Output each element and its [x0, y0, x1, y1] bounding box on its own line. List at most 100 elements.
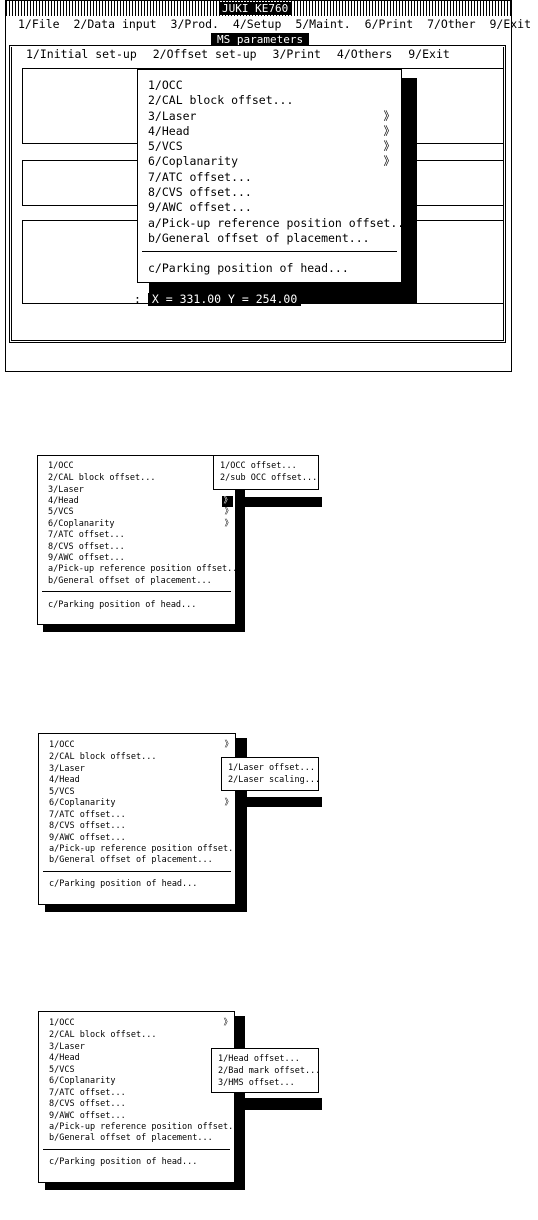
menu-separator [42, 591, 231, 592]
menu-item-vcs[interactable]: 5/VCS [48, 507, 74, 517]
menu-item-general-offset-placement[interactable]: b/General offset of placement... [49, 1133, 213, 1143]
menu-item-parking-position[interactable]: c/Parking position of head... [148, 261, 349, 275]
menu-item-vcs[interactable]: 5/VCS [148, 139, 183, 153]
submenu-item-sub-occ-offset[interactable]: 2/sub OCC offset... [220, 473, 318, 483]
submenu-item-head-offset[interactable]: 1/Head offset... [218, 1054, 300, 1064]
menu-item-pickup-reference-offset[interactable]: a/Pick-up reference position offset... [49, 1122, 244, 1132]
menu-item-parking-position[interactable]: c/Parking position of head... [48, 600, 197, 610]
menu-shadow [236, 740, 245, 750]
menu-separator [43, 1149, 230, 1150]
menu-shadow [236, 1018, 245, 1040]
menu-maint[interactable]: 5/Maint. [295, 17, 351, 31]
menu-item-occ[interactable]: 1/OCC [48, 461, 74, 471]
submenu-arrow-icon: 》 [383, 139, 396, 153]
menu-prod[interactable]: 3/Prod. [170, 17, 219, 31]
laser-submenu: 1/Laser offset... 2/Laser scaling... [221, 757, 321, 791]
menu-item-parking-position[interactable]: c/Parking position of head... [49, 879, 198, 889]
menu-item-head[interactable]: 4/Head [48, 496, 79, 506]
main-window: JUKI KE760 1/File 2/Data input 3/Prod. 4… [5, 0, 531, 372]
submenu-shadow [236, 497, 322, 507]
menu-item-awc-offset[interactable]: 9/AWC offset... [49, 1111, 126, 1121]
menu-item-cvs-offset[interactable]: 8/CVS offset... [48, 542, 125, 552]
menu-item-occ[interactable]: 1/OCC [148, 78, 183, 92]
menu-item-pickup-reference-offset[interactable]: a/Pick-up reference position offset... [48, 564, 243, 574]
submenu-arrow-icon: 》 [223, 1018, 232, 1028]
menu-item-coplanarity[interactable]: 6/Coplanarity [148, 154, 239, 168]
app-title: JUKI KE760 [219, 2, 292, 15]
submenu-initial-setup[interactable]: 1/Initial set-up [26, 47, 137, 61]
diagram3-offset-menu: 1/OCC 》 2/CAL block offset... 3/Laser 4/… [38, 1011, 243, 1183]
coordinate-readout: : X = 331.00 Y = 254.00 [134, 292, 302, 306]
menu-item-general-offset-placement[interactable]: b/General offset of placement... [148, 231, 370, 245]
menu-item-cvs-offset[interactable]: 8/CVS offset... [148, 185, 252, 199]
diagram1-offset-menu: 1/OCC 2/CAL block offset... 3/Laser 4/He… [37, 455, 242, 625]
menu-item-laser[interactable]: 3/Laser [49, 1042, 85, 1052]
submenu-item-laser-scaling[interactable]: 2/Laser scaling... [228, 775, 321, 785]
menu-item-awc-offset[interactable]: 9/AWC offset... [148, 200, 252, 214]
menu-item-cal-block-offset[interactable]: 2/CAL block offset... [148, 93, 294, 107]
ms-parameters-title: MS parameters [211, 33, 310, 46]
submenu-item-laser-offset[interactable]: 1/Laser offset... [228, 763, 315, 773]
menu-exit[interactable]: 9/Exit [489, 17, 532, 31]
submenu-shadow [236, 1098, 322, 1110]
menu-item-cvs-offset[interactable]: 8/CVS offset... [49, 1099, 126, 1109]
menu-item-head[interactable]: 4/Head [148, 124, 190, 138]
menu-item-atc-offset[interactable]: 7/ATC offset... [49, 1088, 126, 1098]
menu-item-vcs[interactable]: 5/VCS [49, 1065, 75, 1075]
menu-item-atc-offset[interactable]: 7/ATC offset... [48, 530, 125, 540]
menu-item-laser[interactable]: 3/Laser [148, 109, 197, 123]
main-menu-bar: 1/File 2/Data input 3/Prod. 4/Setup 5/Ma… [18, 17, 538, 31]
menu-item-parking-position[interactable]: c/Parking position of head... [49, 1157, 198, 1167]
menu-separator [43, 871, 231, 872]
submenu-arrow-icon: 》 [224, 740, 233, 750]
coord-value: X = 331.00 Y = 254.00 [147, 293, 302, 306]
menu-data-input[interactable]: 2/Data input [73, 17, 157, 31]
coord-prefix: : [134, 292, 141, 306]
menu-item-general-offset-placement[interactable]: b/General offset of placement... [49, 855, 213, 865]
menu-file[interactable]: 1/File [18, 17, 60, 31]
menu-print[interactable]: 6/Print [364, 17, 414, 31]
submenu-others[interactable]: 4/Others [336, 47, 393, 61]
menu-item-occ[interactable]: 1/OCC [49, 1018, 75, 1028]
menu-separator [142, 251, 397, 252]
menu-item-awc-offset[interactable]: 9/AWC offset... [49, 833, 126, 843]
menu-item-cal-block-offset[interactable]: 2/CAL block offset... [48, 473, 156, 483]
submenu-exit[interactable]: 9/Exit [408, 47, 450, 61]
menu-item-laser[interactable]: 3/Laser [49, 764, 85, 774]
menu-setup[interactable]: 4/Setup [232, 17, 282, 31]
ms-menu-bar: 1/Initial set-up 2/Offset set-up 3/Print… [26, 47, 459, 61]
submenu-arrow-icon: 》 [383, 109, 396, 123]
menu-item-general-offset-placement[interactable]: b/General offset of placement... [48, 576, 212, 586]
menu-item-coplanarity[interactable]: 6/Coplanarity [49, 1076, 116, 1086]
menu-item-cvs-offset[interactable]: 8/CVS offset... [49, 821, 126, 831]
diagram2-offset-menu: 1/OCC 》 2/CAL block offset... 3/Laser 4/… [38, 733, 243, 905]
menu-item-occ[interactable]: 1/OCC [49, 740, 75, 750]
submenu-arrow-icon: 》 [224, 519, 233, 529]
submenu-shadow [236, 797, 322, 807]
menu-item-pickup-reference-offset[interactable]: a/Pick-up reference position offset... [148, 216, 412, 230]
menu-item-coplanarity[interactable]: 6/Coplanarity [48, 519, 115, 529]
menu-item-pickup-reference-offset[interactable]: a/Pick-up reference position offset... [49, 844, 244, 854]
submenu-print[interactable]: 3/Print [272, 47, 321, 61]
head-submenu: 1/OCC offset... 2/sub OCC offset... [213, 455, 319, 490]
submenu-arrow-icon: 》 [222, 496, 233, 508]
head-offset-submenu: 1/Head offset... 2/Bad mark offset... 3/… [211, 1048, 321, 1093]
menu-item-coplanarity[interactable]: 6/Coplanarity [49, 798, 116, 808]
menu-other[interactable]: 7/Other [427, 17, 476, 31]
menu-item-head[interactable]: 4/Head [49, 775, 80, 785]
submenu-arrow-icon: 》 [383, 154, 396, 168]
menu-item-cal-block-offset[interactable]: 2/CAL block offset... [49, 752, 157, 762]
menu-item-atc-offset[interactable]: 7/ATC offset... [49, 810, 126, 820]
offset-setup-dropdown: 1/OCC 2/CAL block offset... 3/Laser 》 4/… [137, 69, 411, 283]
menu-item-awc-offset[interactable]: 9/AWC offset... [48, 553, 125, 563]
submenu-arrow-icon: 》 [383, 124, 396, 138]
submenu-offset-setup[interactable]: 2/Offset set-up [152, 47, 257, 61]
menu-item-vcs[interactable]: 5/VCS [49, 787, 75, 797]
submenu-item-hms-offset[interactable]: 3/HMS offset... [218, 1078, 295, 1088]
menu-item-cal-block-offset[interactable]: 2/CAL block offset... [49, 1030, 157, 1040]
submenu-item-occ-offset[interactable]: 1/OCC offset... [220, 461, 297, 471]
menu-item-atc-offset[interactable]: 7/ATC offset... [148, 170, 252, 184]
menu-item-laser[interactable]: 3/Laser [48, 485, 84, 495]
menu-item-head[interactable]: 4/Head [49, 1053, 80, 1063]
submenu-item-bad-mark-offset[interactable]: 2/Bad mark offset... [218, 1066, 321, 1076]
